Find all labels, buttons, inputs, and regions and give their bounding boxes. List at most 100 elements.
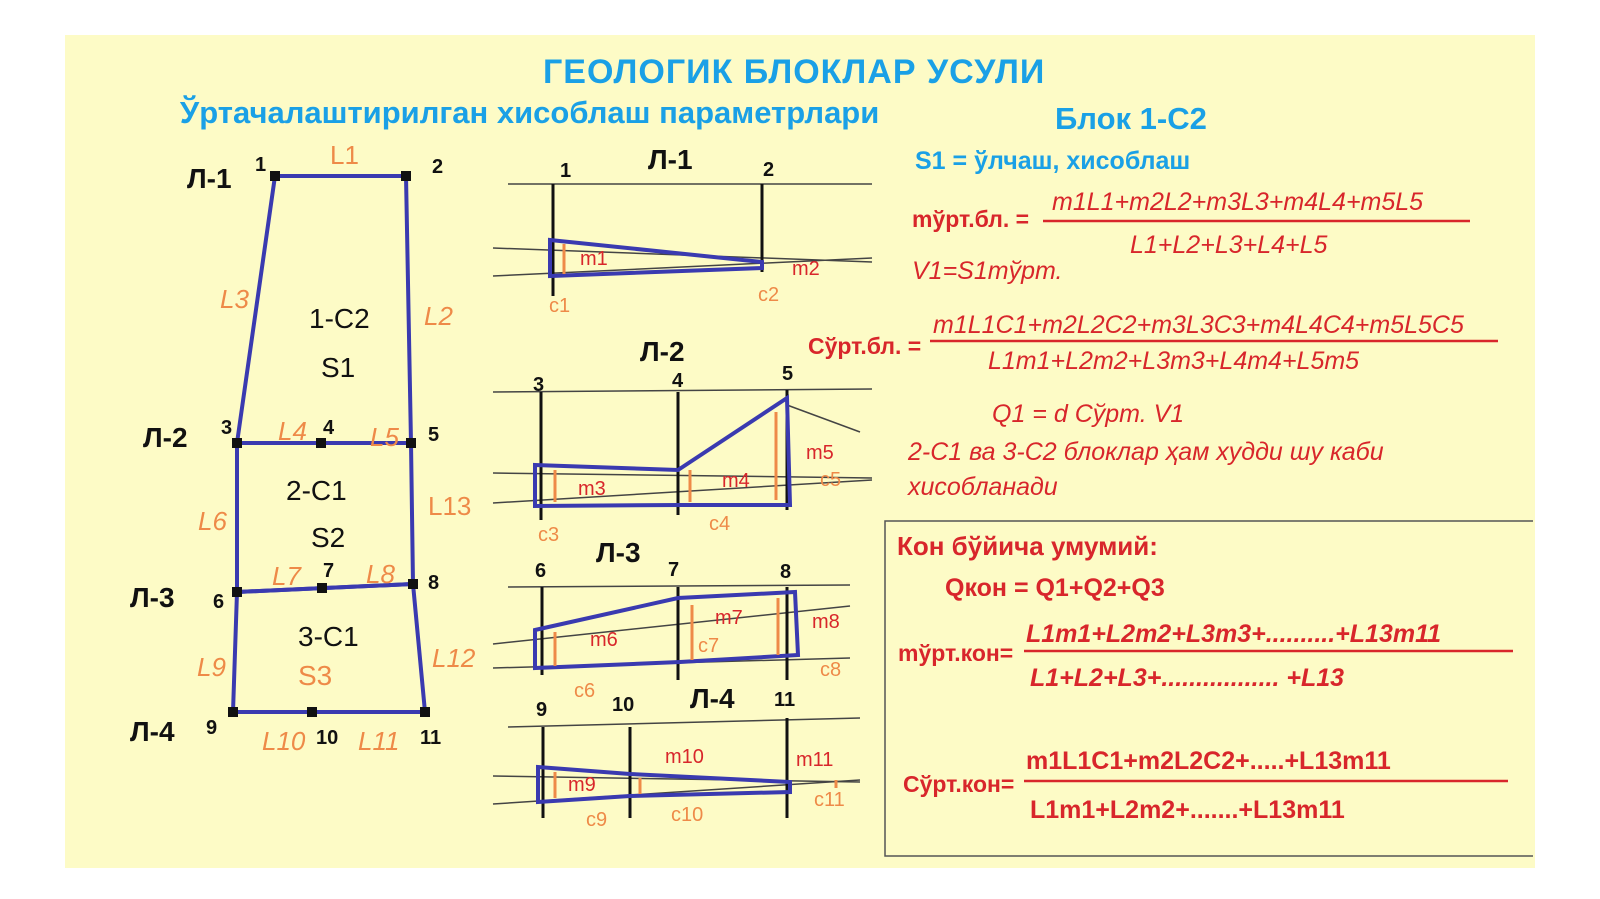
section-l4 [492,717,861,818]
section-l1 [492,183,873,296]
block-area: S1 [321,352,356,383]
c-total-denominator: L1m1+L2m2+.......+L13m11 [1030,796,1345,824]
total-box [884,520,1533,857]
c-block-denominator: L1m1+L2m2+L3m3+L4m4+L5m5 [988,347,1360,375]
grade-label: c3 [538,524,560,546]
grade-label: c10 [671,804,704,826]
length-label: L12 [432,643,476,673]
page-subtitle: Ўртачалаштирилган хисоблаш параметрлари [180,95,880,130]
section-point-number: 4 [672,370,684,392]
section-point-number: 5 [782,363,794,385]
length-label: L3 [220,284,249,314]
grade-label: c5 [820,469,842,491]
section-l3 [492,584,851,680]
section-line-label: Л-3 [596,537,641,568]
section-point-number: 9 [536,699,548,721]
grade-label: c6 [574,680,596,702]
plan-point-number: 9 [206,717,218,739]
plan-line-label: Л-3 [130,582,175,613]
section-point-number: 2 [763,159,775,181]
m-total-denominator: L1+L2+L3+................. +L13 [1030,664,1345,692]
length-label: L7 [272,561,301,591]
plan-point-number: 5 [428,424,440,446]
block-name: 2-С1 [286,475,347,506]
section-point-number: 3 [533,374,545,396]
section-point-number: 7 [668,559,680,581]
thickness-label: m7 [715,607,743,629]
m-total-label: mўрт.кон= [898,640,1014,666]
section-l2 [492,388,873,520]
grade-label: c11 [814,789,845,811]
total-heading: Кон бўйича умумий: [897,531,1158,561]
section-point-number: 6 [535,560,547,582]
plan-point-number: 6 [213,591,225,613]
block-area: S3 [298,660,333,691]
note-text: 2-С1 ва 3-С2 блоклар ҳам худди шу каби [908,438,1384,466]
block-name: 3-С1 [298,621,359,652]
total-reserve-formula: Qкон = Q1+Q2+Q3 [945,574,1165,602]
c-total-label: Cўрт.кон= [903,771,1015,797]
plan-point-number: 11 [420,727,442,749]
area-formula: S1 = ўлчаш, хисоблаш [915,147,1191,175]
c-block-label: Cўрт.бл. = [808,333,922,359]
thickness-label: m4 [722,470,750,492]
plan-point-number: 3 [221,417,233,439]
length-label: L6 [198,506,227,536]
m-block-denominator: L1+L2+L3+L4+L5 [1130,231,1328,259]
length-label: L13 [428,491,472,521]
thickness-label: m10 [665,746,704,768]
plan-line-label: Л-4 [130,716,175,747]
plan-line-label: Л-1 [187,163,232,194]
thickness-label: m6 [590,629,618,651]
block-label: Блок 1-С2 [1055,101,1207,136]
thickness-label: m9 [568,774,596,796]
section-line-label: Л-4 [690,683,735,714]
grade-label: c8 [820,659,842,681]
thickness-label: m3 [578,478,606,500]
section-point-number: 11 [774,689,796,711]
page-title: ГЕОЛОГИК БЛОКЛАР УСУЛИ [543,53,1046,91]
grade-label: c9 [586,809,608,831]
length-label: L10 [262,726,306,756]
plan-point-number: 8 [428,572,440,594]
length-label: L11 [358,726,400,756]
slide-background [65,35,1535,868]
reserve-formula: Q1 = d Cўрт. V1 [992,400,1185,428]
c-total-numerator: m1L1C1+m2L2C2+.....+L13m11 [1026,747,1391,775]
section-point-number: 1 [560,160,572,182]
section-line-label: Л-1 [648,144,693,175]
note-text: хисобланади [908,473,1058,501]
thickness-label: m1 [580,248,608,270]
plan-point-number: 2 [432,156,444,178]
length-label: L4 [278,416,307,446]
length-label: L9 [197,652,226,682]
section-point-number: 10 [612,694,635,716]
m-total-numerator: L1m1+L2m2+L3m3+..........+L13m11 [1026,620,1442,648]
plan-point-number: 10 [316,727,339,749]
length-label: L2 [424,301,453,331]
thickness-label: m5 [806,442,834,464]
m-block-numerator: m1L1+m2L2+m3L3+m4L4+m5L5 [1052,188,1424,216]
grade-label: c7 [698,635,720,657]
grade-label: c2 [758,284,780,306]
volume-formula: V1=S1mўрт. [912,257,1063,285]
plan-point-number: 4 [323,417,335,439]
block-name: 1-С2 [309,303,370,334]
grade-label: c4 [709,513,731,535]
thickness-label: m11 [796,749,834,771]
c-block-numerator: m1L1C1+m2L2C2+m3L3C3+m4L4C4+m5L5C5 [933,311,1464,339]
block-area: S2 [311,522,346,553]
m-block-label: mўрт.бл. = [912,206,1030,232]
section-line-label: Л-2 [640,336,685,367]
length-label: L8 [366,559,395,589]
plan-point-number: 7 [323,560,335,582]
plan-point-number: 1 [255,154,267,176]
section-point-number: 8 [780,561,792,583]
plan-line-label: Л-2 [143,422,188,453]
thickness-label: m8 [812,611,840,633]
grade-label: c1 [549,295,571,317]
length-label: L5 [370,422,399,452]
length-label: L1 [330,140,359,170]
plan-point-markers [228,171,430,717]
